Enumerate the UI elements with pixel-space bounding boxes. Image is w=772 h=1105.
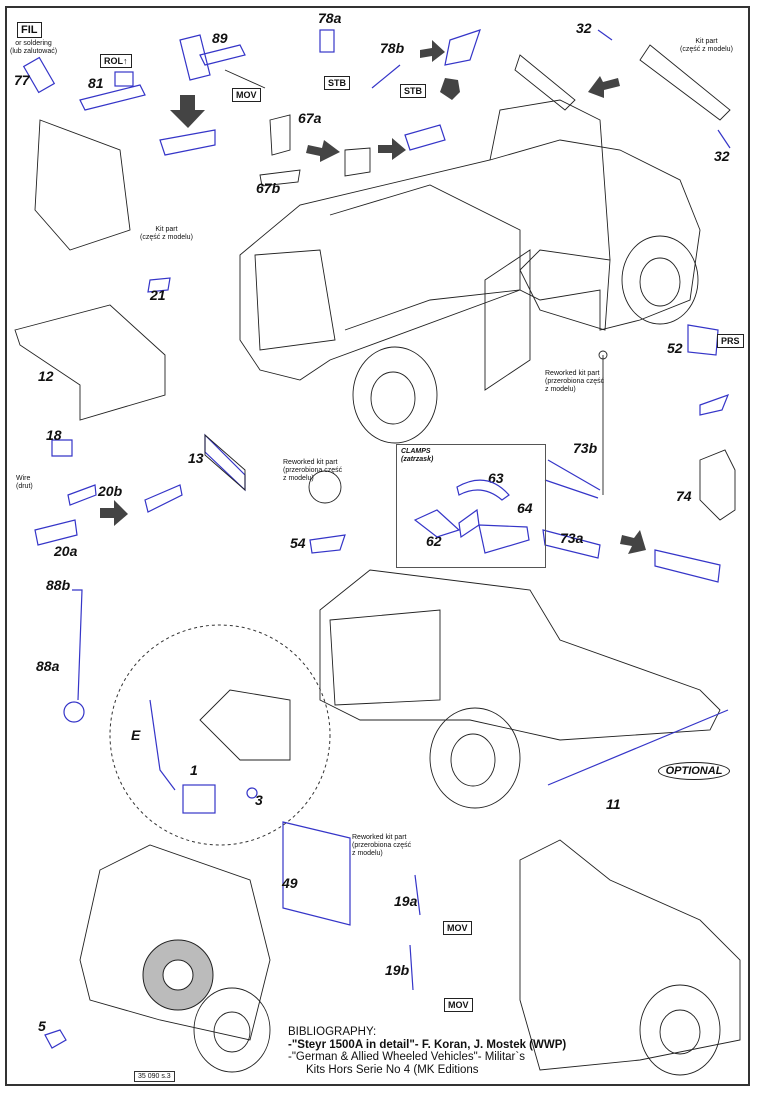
tag-mov-19a: MOV xyxy=(443,921,472,935)
part-label-E: E xyxy=(131,727,141,743)
part-number-77: 77 xyxy=(14,72,30,88)
part-number-64: 64 xyxy=(517,500,533,516)
part-number-20b: 20b xyxy=(98,483,123,499)
bibliography-heading: BIBLIOGRAPHY: xyxy=(288,1026,377,1038)
tag-fil: FIL xyxy=(17,22,42,38)
note-kit-part-top: Kit part(część z modelu) xyxy=(680,38,733,54)
part-number-19b: 19b xyxy=(385,962,410,978)
part-number-54: 54 xyxy=(290,535,306,551)
part-number-19a: 19a xyxy=(394,893,418,909)
vehicle-rear-open-view xyxy=(239,99,701,444)
note-kit-part-left: Kit part(część z modelu) xyxy=(140,226,193,242)
optional-label: OPTIONAL xyxy=(658,762,730,780)
arrow xyxy=(306,140,340,162)
clamps-title: CLAMPS xyxy=(401,448,431,455)
bibliography-entry-cont: Kits Hors Serie No 4 (MK Editions xyxy=(306,1063,479,1076)
clamps-subtitle: (zatrzask) xyxy=(401,456,434,463)
note-wire: Wire(drut) xyxy=(16,475,33,491)
part-number-89: 89 xyxy=(212,30,228,46)
part-number-20a: 20a xyxy=(54,543,78,559)
bibliography-entry: -"Steyr 1500A in detail"- F. Koran, J. M… xyxy=(288,1038,567,1051)
note-line: (część z modelu) xyxy=(140,234,193,241)
tag-stb-78b: STB xyxy=(400,84,426,98)
note-line: (przerobiona część xyxy=(545,378,605,385)
clamp-parts-drawing xyxy=(413,479,530,554)
part-number-12: 12 xyxy=(38,368,54,384)
tag-stb-78a: STB xyxy=(324,76,350,90)
vehicle-rear-view xyxy=(319,569,729,809)
note-line: Kit part xyxy=(695,38,718,45)
part-number-67a: 67a xyxy=(298,110,322,126)
note-line: Kit part xyxy=(155,226,178,233)
part-number-73b: 73b xyxy=(573,440,598,456)
bibliography-entry: -"German & Allied Wheeled Vehicles"- Mil… xyxy=(288,1051,525,1063)
arrow xyxy=(378,138,406,160)
photo-etched-parts xyxy=(14,29,736,1049)
part-number-52: 52 xyxy=(667,340,683,356)
part-number-13: 13 xyxy=(188,450,204,466)
part-number-88a: 88a xyxy=(36,658,60,674)
note-line: z modelu) xyxy=(283,475,314,482)
note-line: (przerobiona część xyxy=(352,842,412,849)
part-number-3: 3 xyxy=(255,792,263,808)
note-line: (drut) xyxy=(16,483,33,490)
part-number-88b: 88b xyxy=(46,577,71,593)
page-frame xyxy=(5,6,750,1086)
bibliography: BIBLIOGRAPHY: -"Steyr 1500A in detail"- … xyxy=(288,1026,566,1076)
direction-arrows xyxy=(100,40,646,554)
vehicle-side-view xyxy=(519,839,741,1076)
note-line: (część z modelu) xyxy=(680,46,733,53)
arrow xyxy=(100,500,128,526)
note-line: (lub zalutować) xyxy=(10,48,58,55)
part-number-21: 21 xyxy=(150,287,166,303)
part-number-81: 81 xyxy=(88,75,104,91)
part-number-49: 49 xyxy=(282,875,298,891)
detail-circle-tow-hook xyxy=(109,624,331,846)
note-line: Reworked kit part xyxy=(283,459,338,466)
clamps-detail-box: CLAMPS(zatrzask) xyxy=(396,444,546,568)
part-number-1: 1 xyxy=(190,762,198,778)
arrow xyxy=(170,95,205,128)
part-number-18: 18 xyxy=(46,427,62,443)
part-number-73a: 73a xyxy=(560,530,584,546)
part-number-32-top: 32 xyxy=(576,20,592,36)
tag-rol: ROL↑ xyxy=(100,54,132,68)
tag-mov-89: MOV xyxy=(232,88,261,102)
tag-mov-19b: MOV xyxy=(444,998,473,1012)
note-soldering: or soldering(lub zalutować) xyxy=(10,40,57,56)
part-number-67b: 67b xyxy=(256,180,281,196)
note-line: Wire xyxy=(16,475,31,482)
arrow xyxy=(420,40,445,62)
part-number-32-bottom: 32 xyxy=(714,148,730,164)
note-line: Reworked kit part xyxy=(545,370,600,377)
vehicle-spare-wheel-view xyxy=(79,844,271,1073)
part-number-11: 11 xyxy=(606,796,621,812)
part-number-78b: 78b xyxy=(380,40,405,56)
note-line: or soldering xyxy=(15,40,52,47)
part-number-78a: 78a xyxy=(318,10,342,26)
arrow xyxy=(588,76,620,98)
tag-prs: PRS xyxy=(717,334,744,348)
note-line: (przerobiona część xyxy=(283,467,343,474)
note-line: Reworked kit part xyxy=(352,834,407,841)
note-line: z modelu) xyxy=(545,386,576,393)
part-number-74: 74 xyxy=(676,488,692,504)
page-code: 35 090 s.3 xyxy=(134,1071,175,1082)
part-number-5: 5 xyxy=(38,1018,46,1034)
arrow xyxy=(620,530,646,554)
note-line: z modelu) xyxy=(352,850,383,857)
arrow xyxy=(440,78,460,100)
